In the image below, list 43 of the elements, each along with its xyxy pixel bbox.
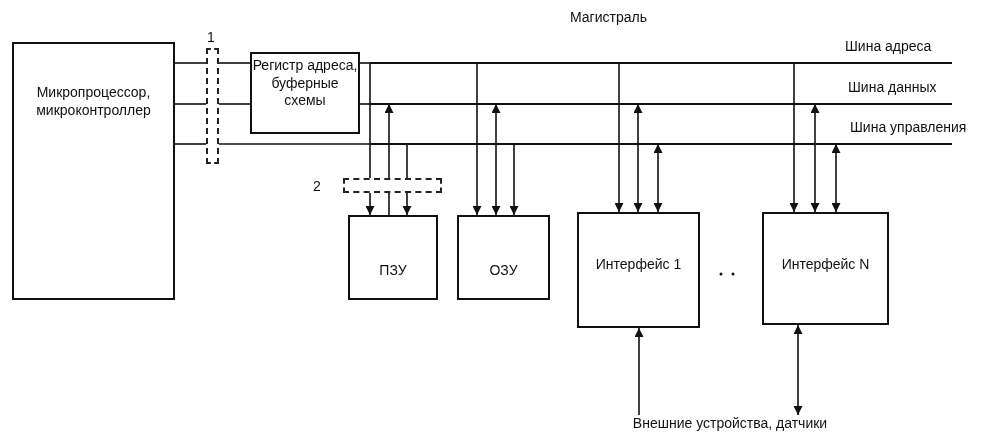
connector-line bbox=[359, 62, 371, 64]
connector-line bbox=[174, 62, 207, 64]
text-label: Внешние устройства, датчики bbox=[585, 415, 875, 435]
connector-line bbox=[388, 192, 390, 216]
arrow bbox=[634, 327, 644, 416]
bus-label: Шина адреса bbox=[845, 38, 932, 54]
arrow bbox=[793, 324, 803, 416]
connector-line bbox=[218, 103, 251, 105]
arrow bbox=[810, 103, 820, 213]
bus-line bbox=[370, 143, 952, 145]
bus-line bbox=[370, 103, 952, 105]
bus-line bbox=[370, 62, 952, 64]
connector-line bbox=[174, 143, 207, 145]
arrow bbox=[365, 192, 375, 216]
arrow bbox=[789, 62, 799, 213]
callout-number: 1 bbox=[207, 29, 215, 45]
bus-label: Шина управления bbox=[850, 119, 967, 135]
arrow bbox=[472, 62, 482, 216]
callout-number: 2 bbox=[313, 178, 321, 194]
arrow bbox=[402, 192, 412, 216]
arrow bbox=[491, 103, 501, 216]
dashed-bracket bbox=[206, 48, 219, 164]
process-box: Регистр адреса, буферные схемы bbox=[250, 52, 360, 134]
connector-line bbox=[174, 103, 207, 105]
dashed-bracket bbox=[343, 178, 442, 193]
bus-title: Магистраль bbox=[570, 9, 647, 25]
connector-line bbox=[369, 62, 371, 179]
connector-line bbox=[406, 143, 408, 179]
arrow bbox=[384, 103, 394, 179]
process-box: Микропроцессор, микроконтроллер bbox=[12, 42, 175, 300]
bus-label: Шина данных bbox=[848, 79, 937, 95]
arrow bbox=[614, 62, 624, 213]
connector-line bbox=[218, 143, 371, 145]
process-box: Интерфейс 1 bbox=[577, 212, 700, 328]
arrow bbox=[831, 143, 841, 213]
arrow bbox=[653, 143, 663, 213]
connector-line bbox=[218, 62, 251, 64]
connector-line bbox=[359, 103, 371, 105]
process-box: ОЗУ bbox=[457, 215, 550, 300]
process-box: ПЗУ bbox=[348, 215, 438, 300]
process-box: Интерфейс N bbox=[762, 212, 889, 325]
arrow bbox=[633, 103, 643, 213]
arrow bbox=[509, 143, 519, 216]
